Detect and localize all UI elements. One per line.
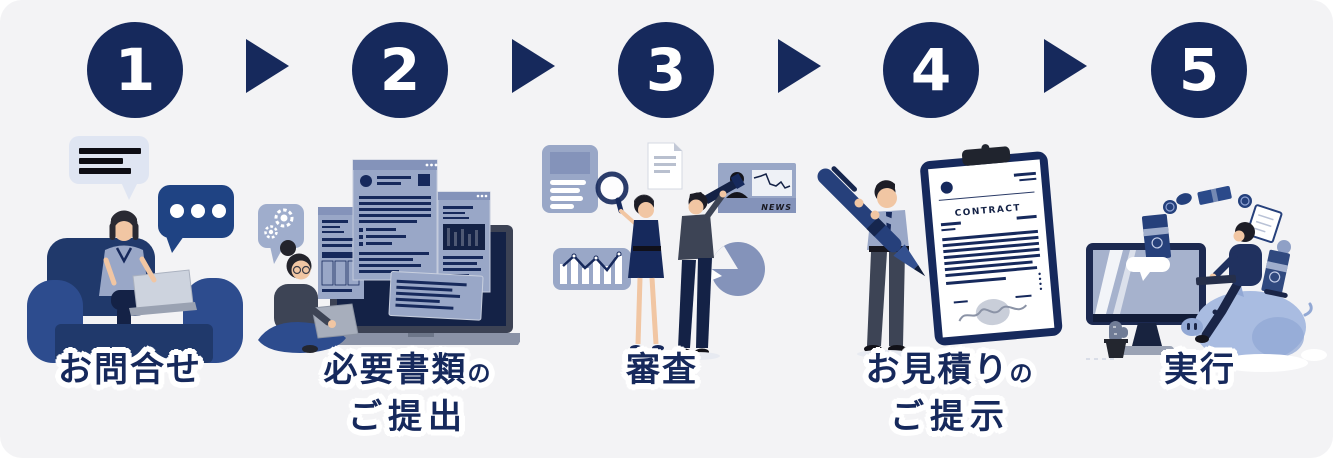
step-1-number: 1 [114, 36, 156, 104]
contract-clipboard: CONTRACT [920, 144, 1063, 346]
cactus-plant-icon [1104, 321, 1128, 358]
step-3-label: 審査 [552, 350, 772, 397]
step-4-badge: 4 [883, 22, 979, 118]
document-card-icon [542, 145, 598, 213]
news-caption: NEWS [761, 203, 792, 212]
flow-arrow-icon [246, 39, 289, 93]
flow-arrow-icon [1044, 39, 1087, 93]
banknote-from-screen-icon [1141, 213, 1172, 260]
step-1-badge: 1 [87, 22, 183, 118]
man-with-telescope [677, 173, 745, 356]
flow-arrow-icon [778, 39, 821, 93]
step-2-illustration [258, 159, 520, 353]
monitor-icon [1086, 243, 1206, 355]
hand [870, 210, 880, 220]
coin-and-bill-arc [1163, 185, 1291, 254]
step-5-label: 実行 [1090, 350, 1310, 397]
step-1-label-text: お問合せ [58, 350, 202, 390]
step-5-number: 5 [1178, 36, 1220, 104]
step-4-label: お見積りの ご提示 [830, 350, 1070, 437]
text-speech-bubble-icon [69, 136, 149, 200]
paper-sheet-icon [647, 142, 683, 190]
step-4-label-particle: の [1009, 361, 1035, 387]
dots-speech-bubble-icon [158, 185, 234, 253]
ground-shadow [857, 350, 913, 358]
step-3-number: 3 [645, 36, 687, 104]
document-window-front [352, 159, 438, 281]
step-3-label-text: 審査 [626, 350, 698, 390]
signature-squiggle [958, 304, 1028, 322]
keyboard-icon [1195, 274, 1237, 286]
step-2-number: 2 [379, 36, 421, 104]
hand [854, 198, 864, 208]
magnifier-icon [595, 171, 629, 205]
person-cross-legged-with-laptop [258, 240, 359, 353]
bar-chart-icon [553, 248, 631, 290]
ground-shadow [672, 352, 720, 360]
sofa-seat [55, 324, 213, 363]
step-2-badge: 2 [352, 22, 448, 118]
gear-speech-bubble-icon [258, 204, 304, 264]
step-4-illustration: CONTRACT [817, 144, 1063, 358]
step-1-label: お問合せ [20, 350, 240, 397]
ground-cloud [1301, 349, 1327, 361]
step-4-number: 4 [910, 36, 952, 104]
step-5-label-text: 実行 [1164, 350, 1236, 390]
giant-pen-icon [817, 166, 926, 277]
ground-shadow [623, 350, 667, 358]
person-on-piggy [1195, 222, 1262, 343]
step-2-label-text: 必要書類 [323, 350, 468, 390]
step-4-label-text: お見積り [865, 350, 1010, 390]
man-signing [856, 180, 909, 353]
step-3-badge: 3 [618, 22, 714, 118]
document-sheet-bottom [388, 271, 484, 321]
laptop-icon [129, 269, 197, 316]
step-1-illustration [27, 136, 243, 363]
ground-cloud [1218, 354, 1308, 372]
step-2-label: 必要書類の ご提出 [288, 350, 528, 437]
step-5-badge: 5 [1151, 22, 1247, 118]
step-3-illustration: NEWS [542, 142, 796, 360]
ground-cloud [1186, 350, 1226, 364]
step-2-label-line2: ご提出 [348, 397, 468, 437]
woman-with-magnifier [595, 171, 664, 351]
screen-speech-bubble-icon [1126, 257, 1170, 281]
banknote-into-piggy-icon [1261, 249, 1290, 295]
step-2-label-particle: の [467, 361, 493, 387]
step-4-label-line2: ご提示 [890, 397, 1010, 437]
flow-arrow-icon [512, 39, 555, 93]
step-5-illustration [1086, 185, 1327, 372]
